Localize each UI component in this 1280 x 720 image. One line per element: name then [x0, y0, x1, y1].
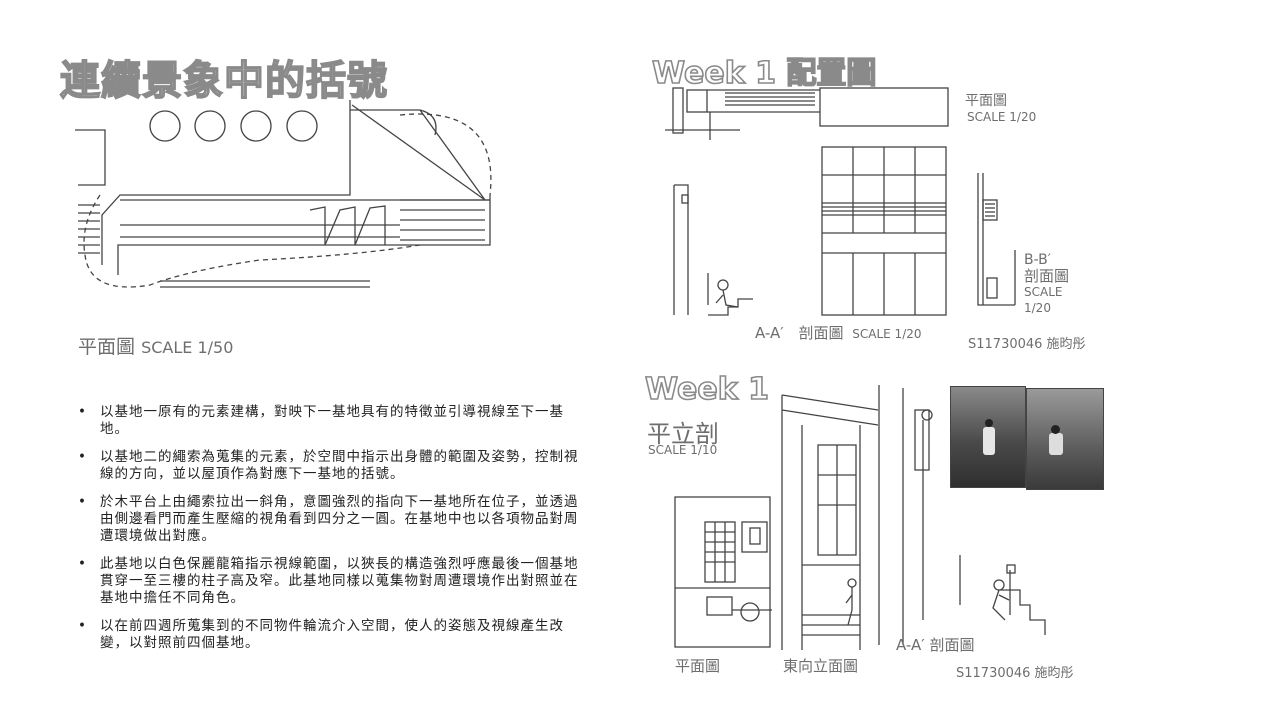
plan-caption: 平面圖 SCALE 1/50: [78, 332, 233, 359]
week1-bottom-subtitle: 平立剖: [647, 420, 719, 448]
site-plan-scale: SCALE 1/20: [967, 110, 1037, 124]
detail-plan-label: 平面圖: [675, 657, 721, 675]
section-bb-scale: SCALE: [1024, 285, 1063, 299]
section-bb-tag: B-B′: [1024, 252, 1051, 268]
section-bb-label: 剖面圖: [1024, 267, 1070, 285]
description-list: 以基地一原有的元素建構，對映下一基地具有的特徵並引導視線至下一基地。 以基地二的…: [78, 404, 588, 663]
site-plan-drawing: [665, 87, 949, 140]
section-aa-caption: A-A′ 剖面圖 SCALE 1/20: [755, 322, 922, 343]
east-elevation-drawing: [781, 394, 879, 650]
week1-bottom-title: Week 1: [644, 371, 770, 408]
list-item: 以基地一原有的元素建構，對映下一基地具有的特徵並引導視線至下一基地。: [78, 404, 588, 438]
site-photo-left: [950, 386, 1026, 488]
week1-top-title: Week 1 配置圖: [651, 55, 877, 92]
list-item: 於木平台上由繩索拉出一斜角，意圖強烈的指向下一基地所在位子，並透過由側邊看門而產…: [78, 494, 588, 545]
student-id-top: S11730046 施昀彤: [968, 337, 1086, 352]
east-elevation-label: 東向立面圖: [783, 657, 859, 675]
section-aa-tag: A-A′: [755, 324, 784, 342]
list-item: 此基地以白色保麗龍箱指示視線範圍，以狹長的構造強烈呼應最後一個基地貫穿一至三樓的…: [78, 556, 588, 607]
section-bb-drawing: [977, 173, 1016, 306]
list-item: 以在前四週所蒐集到的不同物件輪流介入空間，使人的姿態及視線產生改變，以對照前四個…: [78, 618, 588, 652]
plan-label: 平面圖: [78, 336, 136, 358]
site-photo-right: [1026, 388, 1104, 490]
detail-section-drawing: [878, 385, 1046, 645]
section-aa-drawing: [673, 146, 947, 316]
week1-bottom-scale: SCALE 1/10: [648, 443, 718, 457]
page-title: 連續景象中的括號: [59, 57, 388, 105]
section-bb-scale-value: 1/20: [1024, 301, 1051, 315]
section-aa-label: 剖面圖: [798, 324, 844, 342]
site-plan-label: 平面圖: [965, 93, 1007, 109]
detail-section-label: A-A′ 剖面圖: [896, 636, 975, 654]
student-id-bottom: S11730046 施昀彤: [956, 666, 1074, 681]
section-bb-caption: B-B′ 剖面圖 SCALE 1/20: [1024, 252, 1069, 316]
detail-plan-drawing: [674, 496, 772, 648]
plan-drawing: [75, 100, 492, 288]
list-item: 以基地二的繩索為蒐集的元素，於空間中指示出身體的範圍及姿勢，控制視線的方向，並以…: [78, 449, 588, 483]
section-aa-scale: SCALE 1/20: [852, 327, 922, 341]
plan-scale: SCALE 1/50: [141, 338, 234, 357]
